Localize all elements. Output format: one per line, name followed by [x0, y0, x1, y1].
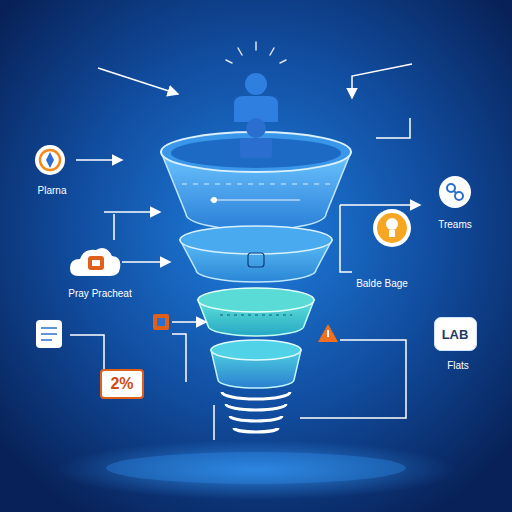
icon-label: Flats: [447, 360, 469, 372]
node-text: 2%: [110, 375, 133, 393]
icon-label: Pray Pracheat: [68, 288, 131, 300]
icon-label: Plarna: [38, 185, 67, 197]
lab-badge: LAB: [434, 317, 477, 351]
icon-label: Treams: [438, 219, 472, 231]
percent-box: 2%: [100, 369, 144, 399]
icon-label: Balde Bage: [356, 278, 408, 290]
node-text: LAB: [442, 327, 469, 342]
